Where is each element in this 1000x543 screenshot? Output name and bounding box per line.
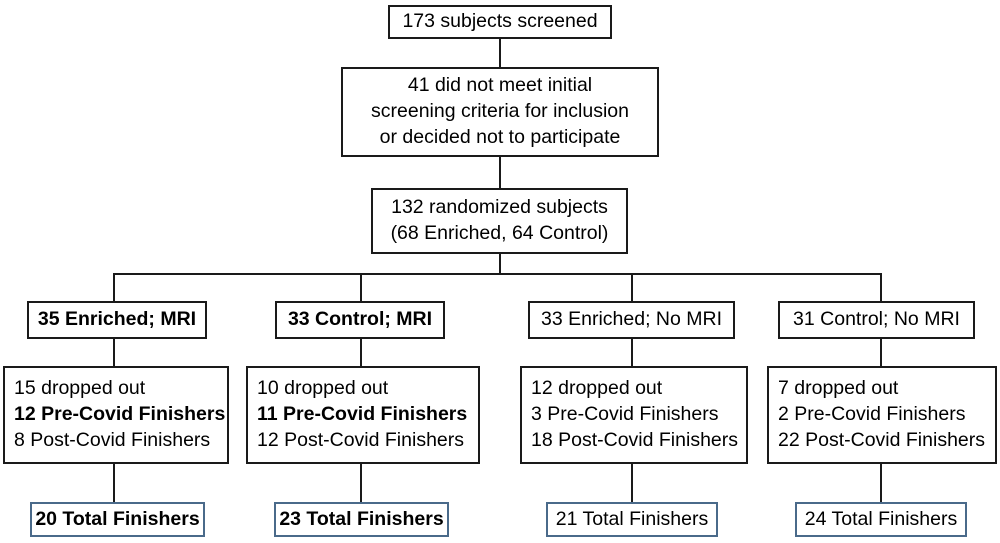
arm-2-dropped-out: 10 dropped out	[257, 377, 389, 400]
connector-arm-4-detail-to-total	[880, 464, 882, 502]
node-randomized-line-1: 132 randomized subjects	[391, 196, 608, 219]
connector-arm-1-header-to-detail	[113, 338, 115, 366]
connector-arm-1-detail-to-total	[113, 464, 115, 502]
arm-3-dropped-out: 12 dropped out	[531, 377, 663, 400]
connector-bus-to-arm-3	[631, 273, 633, 301]
node-excluded-line-2: screening criteria for inclusion	[371, 100, 629, 123]
arm-1-header: 35 Enriched; MRI	[27, 301, 207, 339]
arm-2-total: 23 Total Finishers	[274, 502, 449, 537]
arm-1-post-covid-finishers: 8 Post-Covid Finishers	[14, 428, 211, 451]
arm-2-post-covid-finishers: 12 Post-Covid Finishers	[257, 428, 464, 451]
arm-4-detail: 7 dropped out 2 Pre-Covid Finishers 22 P…	[767, 366, 997, 464]
arm-2-header-label: 33 Control; MRI	[287, 308, 433, 331]
arm-3-header-label: 33 Enriched; No MRI	[541, 308, 722, 331]
arm-4-post-covid-finishers: 22 Post-Covid Finishers	[778, 428, 985, 451]
arm-4-dropped-out: 7 dropped out	[778, 377, 899, 400]
arm-4-header: 31 Control; No MRI	[778, 301, 975, 339]
arm-3-detail: 12 dropped out 3 Pre-Covid Finishers 18 …	[520, 366, 748, 464]
arm-3-header: 33 Enriched; No MRI	[528, 301, 735, 339]
connector-bus-to-arm-1	[113, 273, 115, 301]
arm-4-header-label: 31 Control; No MRI	[793, 308, 960, 331]
connector-arm-2-header-to-detail	[360, 338, 362, 366]
arm-1-pre-covid-finishers: 12 Pre-Covid Finishers	[14, 403, 226, 426]
arm-1-dropped-out: 15 dropped out	[14, 377, 146, 400]
connector-randomized-to-bus	[499, 253, 501, 275]
arm-4-total-label: 24 Total Finishers	[804, 507, 958, 530]
node-excluded-line-3: or decided not to participate	[379, 125, 621, 148]
connector-bus-to-arm-4	[880, 273, 882, 301]
arm-1-total-label: 20 Total Finishers	[35, 507, 200, 530]
node-excluded: 41 did not meet initial screening criter…	[341, 67, 659, 157]
arm-3-total-label: 21 Total Finishers	[555, 507, 709, 530]
arm-1-detail: 15 dropped out 12 Pre-Covid Finishers 8 …	[3, 366, 229, 464]
arm-2-detail: 10 dropped out 11 Pre-Covid Finishers 12…	[246, 366, 480, 464]
connector-screened-to-excluded	[499, 38, 501, 67]
node-screened: 173 subjects screened	[388, 5, 612, 39]
connector-arm-4-header-to-detail	[880, 338, 882, 366]
node-screened-text: 173 subjects screened	[402, 10, 598, 33]
connector-arm-2-detail-to-total	[360, 464, 362, 502]
arm-3-post-covid-finishers: 18 Post-Covid Finishers	[531, 428, 738, 451]
connector-arm-3-header-to-detail	[631, 338, 633, 366]
arm-3-pre-covid-finishers: 3 Pre-Covid Finishers	[531, 403, 719, 426]
node-randomized: 132 randomized subjects (68 Enriched, 64…	[371, 188, 628, 254]
arm-2-header: 33 Control; MRI	[275, 301, 445, 339]
connector-excluded-to-randomized	[499, 156, 501, 188]
connector-arm-3-detail-to-total	[631, 464, 633, 502]
arm-1-header-label: 35 Enriched; MRI	[37, 308, 197, 331]
node-randomized-line-2: (68 Enriched, 64 Control)	[390, 222, 609, 244]
arm-2-total-label: 23 Total Finishers	[279, 507, 444, 530]
connector-distribution-bus	[113, 273, 882, 275]
arm-4-total: 24 Total Finishers	[795, 502, 967, 537]
arm-4-pre-covid-finishers: 2 Pre-Covid Finishers	[778, 403, 966, 426]
connector-bus-to-arm-2	[360, 273, 362, 301]
arm-2-pre-covid-finishers: 11 Pre-Covid Finishers	[257, 403, 468, 426]
arm-3-total: 21 Total Finishers	[546, 502, 718, 537]
arm-1-total: 20 Total Finishers	[30, 502, 205, 537]
node-excluded-line-1: 41 did not meet initial	[407, 74, 593, 97]
